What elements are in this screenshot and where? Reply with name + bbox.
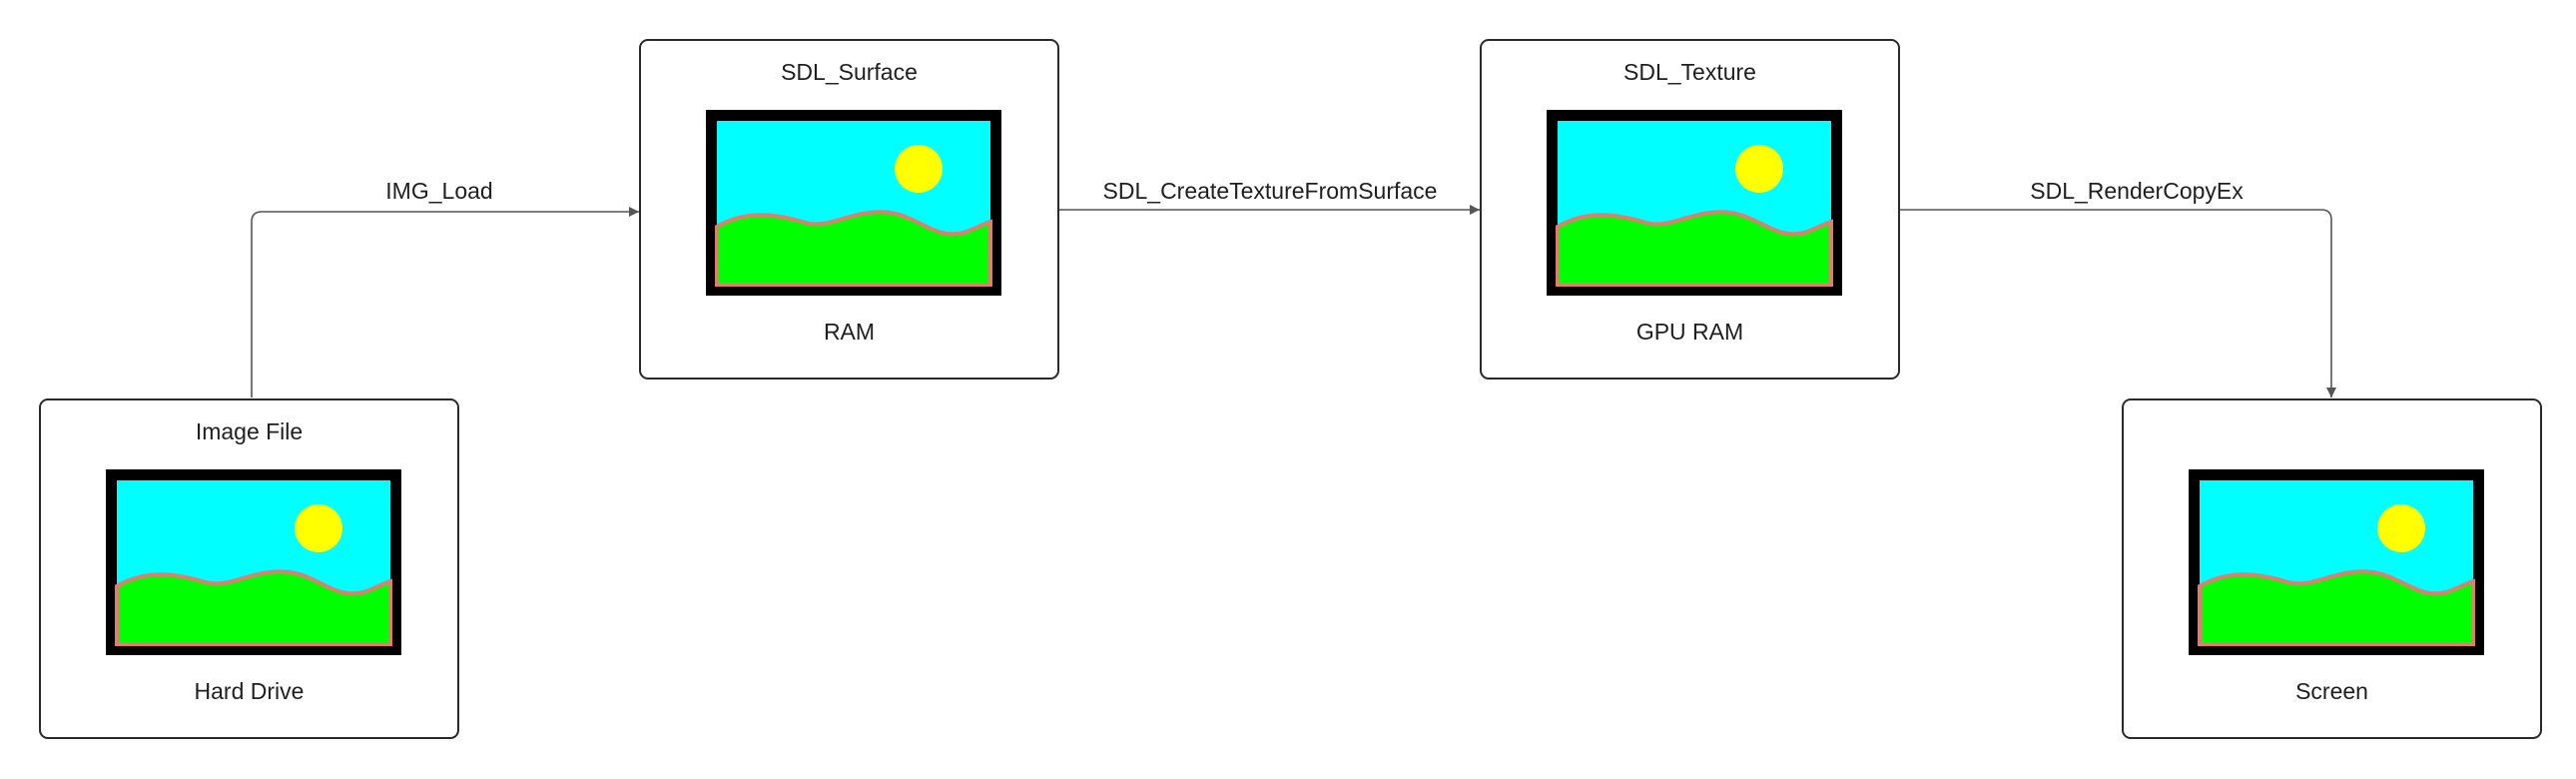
edge-label-img-load: IMG_Load bbox=[385, 178, 493, 204]
node-subtitle: Hard Drive bbox=[194, 678, 305, 704]
node-title: Image File bbox=[195, 418, 304, 444]
edge-img-load bbox=[251, 207, 639, 397]
node-title: SDL_Surface bbox=[781, 59, 918, 85]
node-title: SDL_Texture bbox=[1623, 59, 1756, 85]
landscape-picture-icon bbox=[706, 110, 1001, 296]
node-image-file: Image File Hard Drive bbox=[39, 398, 459, 739]
edge-label-render-copy: SDL_RenderCopyEx bbox=[2030, 178, 2244, 204]
node-subtitle: Screen bbox=[2295, 678, 2368, 704]
landscape-picture-icon bbox=[2189, 469, 2484, 655]
node-subtitle: RAM bbox=[823, 319, 876, 345]
node-subtitle: GPU RAM bbox=[1635, 319, 1744, 345]
edge-render-copy bbox=[1900, 209, 2336, 397]
node-screen: Screen bbox=[2122, 398, 2542, 739]
node-sdl-surface: SDL_Surface RAM bbox=[639, 39, 1059, 380]
landscape-picture-icon bbox=[106, 469, 401, 655]
edge-label-create-texture: SDL_CreateTextureFromSurface bbox=[1102, 178, 1438, 204]
node-sdl-texture: SDL_Texture GPU RAM bbox=[1480, 39, 1900, 380]
landscape-picture-icon bbox=[1547, 110, 1842, 296]
